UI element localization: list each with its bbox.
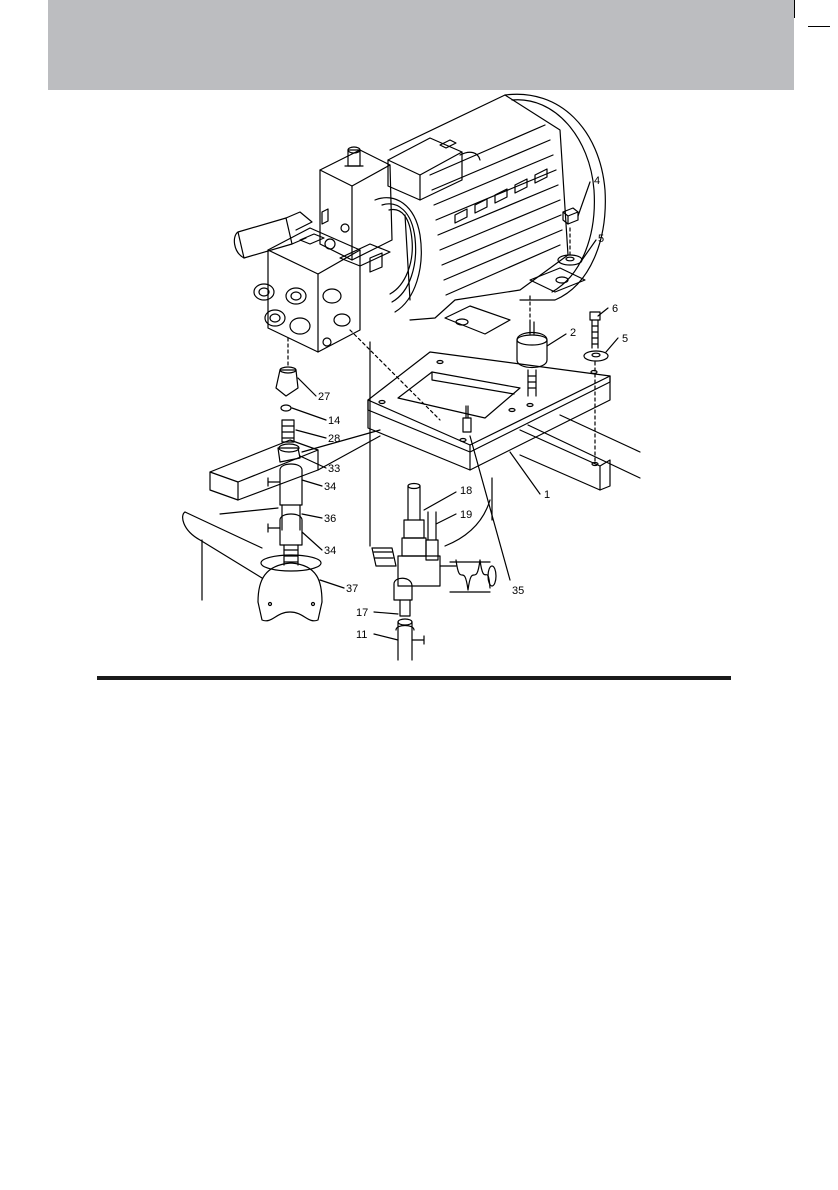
- callout-36: 36: [324, 513, 336, 525]
- electric-motor: [375, 94, 605, 334]
- horizontal-rule: [97, 676, 731, 680]
- callout-34-upper: 34: [324, 481, 336, 493]
- pump-head: [234, 147, 392, 352]
- center-line-pump-to-frame: [350, 330, 440, 420]
- callout-4: 4: [594, 175, 600, 187]
- callout-5-upper: 5: [598, 233, 604, 245]
- callout-11: 11: [356, 629, 367, 641]
- callout-34-lower: 34: [324, 545, 336, 557]
- callout-37: 37: [346, 583, 358, 595]
- callout-17: 17: [356, 607, 368, 619]
- screw-6: [590, 312, 600, 348]
- vibration-mount: [517, 322, 547, 396]
- callout-28: 28: [328, 433, 340, 445]
- drain-pin-35: [463, 406, 471, 432]
- valve-assembly: [372, 484, 496, 661]
- callout-19: 19: [460, 509, 472, 521]
- callout-27: 27: [318, 391, 330, 403]
- callout-5-lower: 5: [622, 333, 628, 345]
- callout-6: 6: [612, 303, 618, 315]
- callout-14: 14: [328, 415, 340, 427]
- base-frame: [210, 352, 640, 500]
- callout-33: 33: [328, 463, 340, 475]
- callout-35: 35: [512, 585, 524, 597]
- callout-2: 2: [570, 327, 576, 339]
- washer-5-lower: [584, 351, 608, 361]
- callout-1: 1: [544, 489, 550, 501]
- callout-18: 18: [460, 485, 472, 497]
- inlet-stack: [183, 367, 322, 621]
